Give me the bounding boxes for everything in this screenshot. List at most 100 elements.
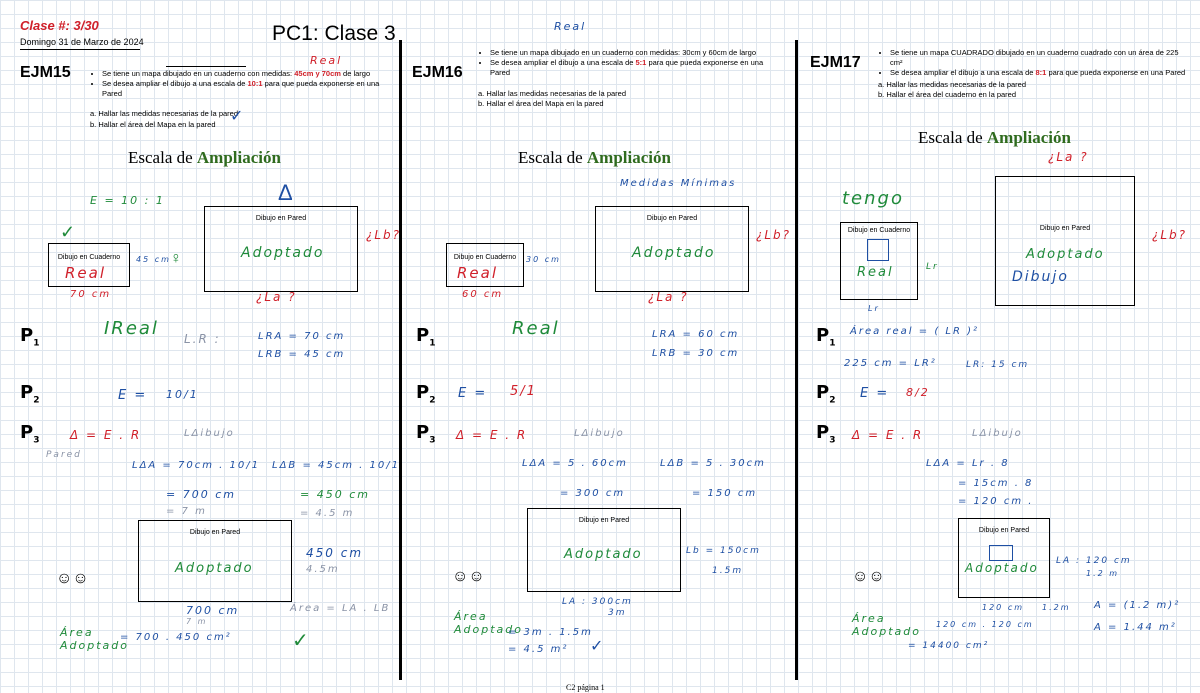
hw-tengo: tengo <box>842 188 904 209</box>
hw-real: Real <box>457 264 499 282</box>
hw-adoptado: Adoptado <box>241 245 325 261</box>
hw-l3: = 120 cm . <box>958 496 1034 507</box>
hw-7m: 7 m <box>186 617 208 626</box>
hw-e: E = <box>458 386 488 401</box>
step-1-icon: P1 <box>20 325 40 349</box>
stmt-highlight: 5:1 <box>635 58 647 67</box>
hw-p1-real: Real <box>512 318 560 339</box>
step-3-icon: P3 <box>20 422 40 446</box>
hw-area-label: Área Adoptado <box>454 610 523 636</box>
hw-30cm: 30 cm <box>526 255 561 264</box>
hw-area-value: = 700 . 450 cm² <box>120 632 232 643</box>
box-pared: Dibujo en Pared Adoptado <box>595 206 749 292</box>
people-icon: ☺☺ <box>452 568 485 585</box>
hw-area-formula: Área = LA . LB <box>290 603 391 614</box>
step-2-icon: P2 <box>20 382 40 406</box>
hw-a2: A = 1.44 m² <box>1094 622 1177 633</box>
stmt-part: para que pueda exponerse en una Pared <box>1046 68 1186 77</box>
hw-225: 225 cm = LR² <box>844 358 937 369</box>
hw-la: LA : 120 cm <box>1056 556 1132 566</box>
box-label: Dibujo en Pared <box>578 517 630 524</box>
box-pared: Dibujo en Pared Adoptado Dibujo <box>995 176 1135 306</box>
hw-dibujo: Dibujo <box>1012 269 1069 285</box>
scale-title-b: Ampliación <box>986 128 1071 147</box>
stmt-part: para que pueda exponerse en una Pared <box>490 58 764 77</box>
scale-title-a: Escala de <box>918 128 987 147</box>
hw-1-2m: 1.2m <box>1042 603 1071 612</box>
hw-lra: LRA = 70 cm <box>258 331 346 342</box>
hw-r2: = 450 cm <box>300 488 370 501</box>
stmt-highlight: 45cm y 70cm <box>294 69 341 78</box>
hw-lrb: LRB = 45 cm <box>258 349 346 360</box>
hw-lr-value: LR: 15 cm <box>966 360 1030 370</box>
box-label: Dibujo en Pared <box>255 215 307 222</box>
question-b: b. Hallar el área del cuaderno en la par… <box>878 90 1017 99</box>
hw-area-2: = 14400 cm² <box>908 641 990 651</box>
hw-real: Real <box>65 264 107 282</box>
people-icon: ☺☺ <box>56 570 89 587</box>
hw-e-value: 8/2 <box>906 386 930 399</box>
box-label: Dibujo en Pared <box>1039 225 1091 232</box>
hw-ldibujo: LΔibujo <box>972 428 1023 439</box>
question-b: b. Hallar el área del Mapa en la pared <box>90 120 216 129</box>
hw-l2: LΔB = 45cm . 10/1 <box>272 460 400 471</box>
hw-l1: LΔA = Lr . 8 <box>926 458 1010 469</box>
step-1-icon: P1 <box>816 325 836 349</box>
hw-l1: LΔA = 5 . 60cm <box>522 458 628 469</box>
step-1-icon: P1 <box>416 325 436 349</box>
problem-statement: Se tiene un mapa dibujado en un cuaderno… <box>92 69 387 99</box>
hw-la-m: 1.2 m <box>1086 569 1120 578</box>
hw-area-2: = 4.5 m² <box>508 644 569 655</box>
page-title: PC1: Clase 3 <box>272 22 396 45</box>
column-divider-1 <box>399 40 402 680</box>
hw-r2: = 150 cm <box>692 488 758 499</box>
scale-title: Escala de Ampliación <box>128 148 281 168</box>
hw-area-real: Área real = ( LR )² <box>850 326 980 337</box>
column-divider-2 <box>795 40 798 680</box>
stmt-part: Se desea ampliar el dibujo a una escala … <box>890 68 1036 77</box>
date-label: Domingo 31 de Marzo de 2024 <box>20 37 144 47</box>
hw-adoptado-2: Adoptado <box>564 547 643 562</box>
hw-q-la-top: ¿La ? <box>1048 150 1089 164</box>
hw-e-value: 10/1 <box>166 388 199 401</box>
box-pared: Dibujo en Pared Adoptado <box>204 206 358 292</box>
scale-title-a: Escala de <box>128 148 197 167</box>
box-pared-2: Dibujo en Pared Adoptado <box>527 508 681 592</box>
question-a: a. Hallar las medidas necesarias de la p… <box>878 80 1026 89</box>
hw-adoptado: Adoptado <box>1026 247 1105 262</box>
hw-45cm: 45 cm <box>136 255 171 264</box>
hw-l2: = 15cm . 8 <box>958 478 1034 489</box>
box-cuaderno: Dibujo en Cuaderno Real <box>840 222 918 300</box>
hw-lrb: LRB = 30 cm <box>652 348 740 359</box>
hw-lr-bottom: Lr <box>868 304 880 313</box>
stmt-part: Se tiene un mapa CUADRADO dibujado en un… <box>890 48 1179 67</box>
annotation-real: Real <box>554 20 587 33</box>
hw-la-m: 3m <box>608 608 627 618</box>
hw-l2: LΔB = 5 . 30cm <box>660 458 766 469</box>
hw-adoptado-2: Adoptado <box>175 561 254 576</box>
hw-adoptado-2: Adoptado <box>965 561 1039 575</box>
stmt-part: para que pueda exponerse en una Pared <box>102 79 380 98</box>
problem-statement: Se tiene un mapa CUADRADO dibujado en un… <box>880 48 1190 78</box>
hw-lb: Lb = 150cm <box>686 546 761 556</box>
hw-scale: E = 10 : 1 <box>90 194 165 207</box>
hw-area-1: = 3m . 1.5m <box>508 627 593 638</box>
hw-q-lb: ¿Lb? <box>366 228 402 242</box>
hw-e: E = <box>118 388 148 403</box>
hw-lra: LRA = 60 cm <box>652 329 740 340</box>
hw-q-lb: ¿Lb? <box>1152 228 1188 242</box>
delta-icon: Δ <box>278 180 293 205</box>
hw-lr-side: Lr <box>926 262 939 272</box>
page-footer: C2 página 1 <box>566 683 605 692</box>
step-2-icon: P2 <box>816 382 836 406</box>
date-underline <box>20 49 140 50</box>
hw-pared: Pared <box>46 450 82 460</box>
hw-area-label: Área Adoptado <box>852 612 921 638</box>
box-label: Dibujo en Pared <box>189 529 241 536</box>
people-icon: ☺☺ <box>852 568 885 585</box>
hw-area-1: 120 cm . 120 cm <box>936 620 1034 629</box>
hw-70cm: 70 cm <box>70 289 112 300</box>
hw-ldibujo: LΔibujo <box>574 428 625 439</box>
hw-l1: LΔA = 70cm . 10/1 <box>132 460 260 471</box>
hw-450cm: 450 cm <box>306 546 364 560</box>
